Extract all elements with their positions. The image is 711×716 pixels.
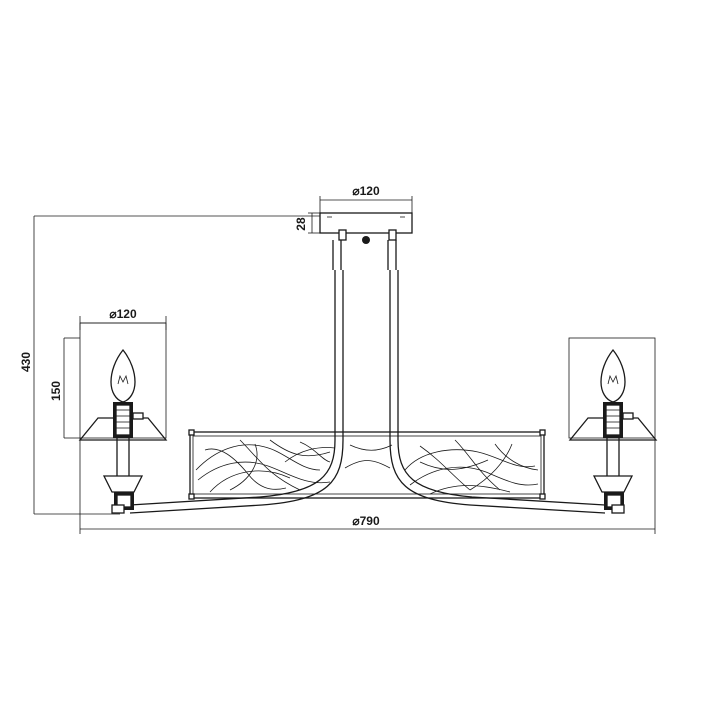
total-height-dimension bbox=[33, 215, 320, 515]
right-lamp bbox=[568, 337, 658, 514]
canopy-diameter-label: ⌀120 bbox=[352, 184, 380, 198]
overall-width-dimension bbox=[79, 438, 656, 534]
canopy-height-label: 28 bbox=[294, 217, 308, 231]
left-lamp bbox=[63, 316, 168, 514]
overall-width-label: ⌀790 bbox=[352, 514, 380, 528]
shade-diameter-label: ⌀120 bbox=[109, 307, 137, 321]
shade-height-label: 150 bbox=[49, 381, 63, 401]
ceiling-canopy bbox=[308, 196, 413, 234]
decorative-panel bbox=[188, 429, 546, 500]
suspension-rods bbox=[129, 229, 606, 514]
total-height-label: 430 bbox=[19, 352, 33, 372]
